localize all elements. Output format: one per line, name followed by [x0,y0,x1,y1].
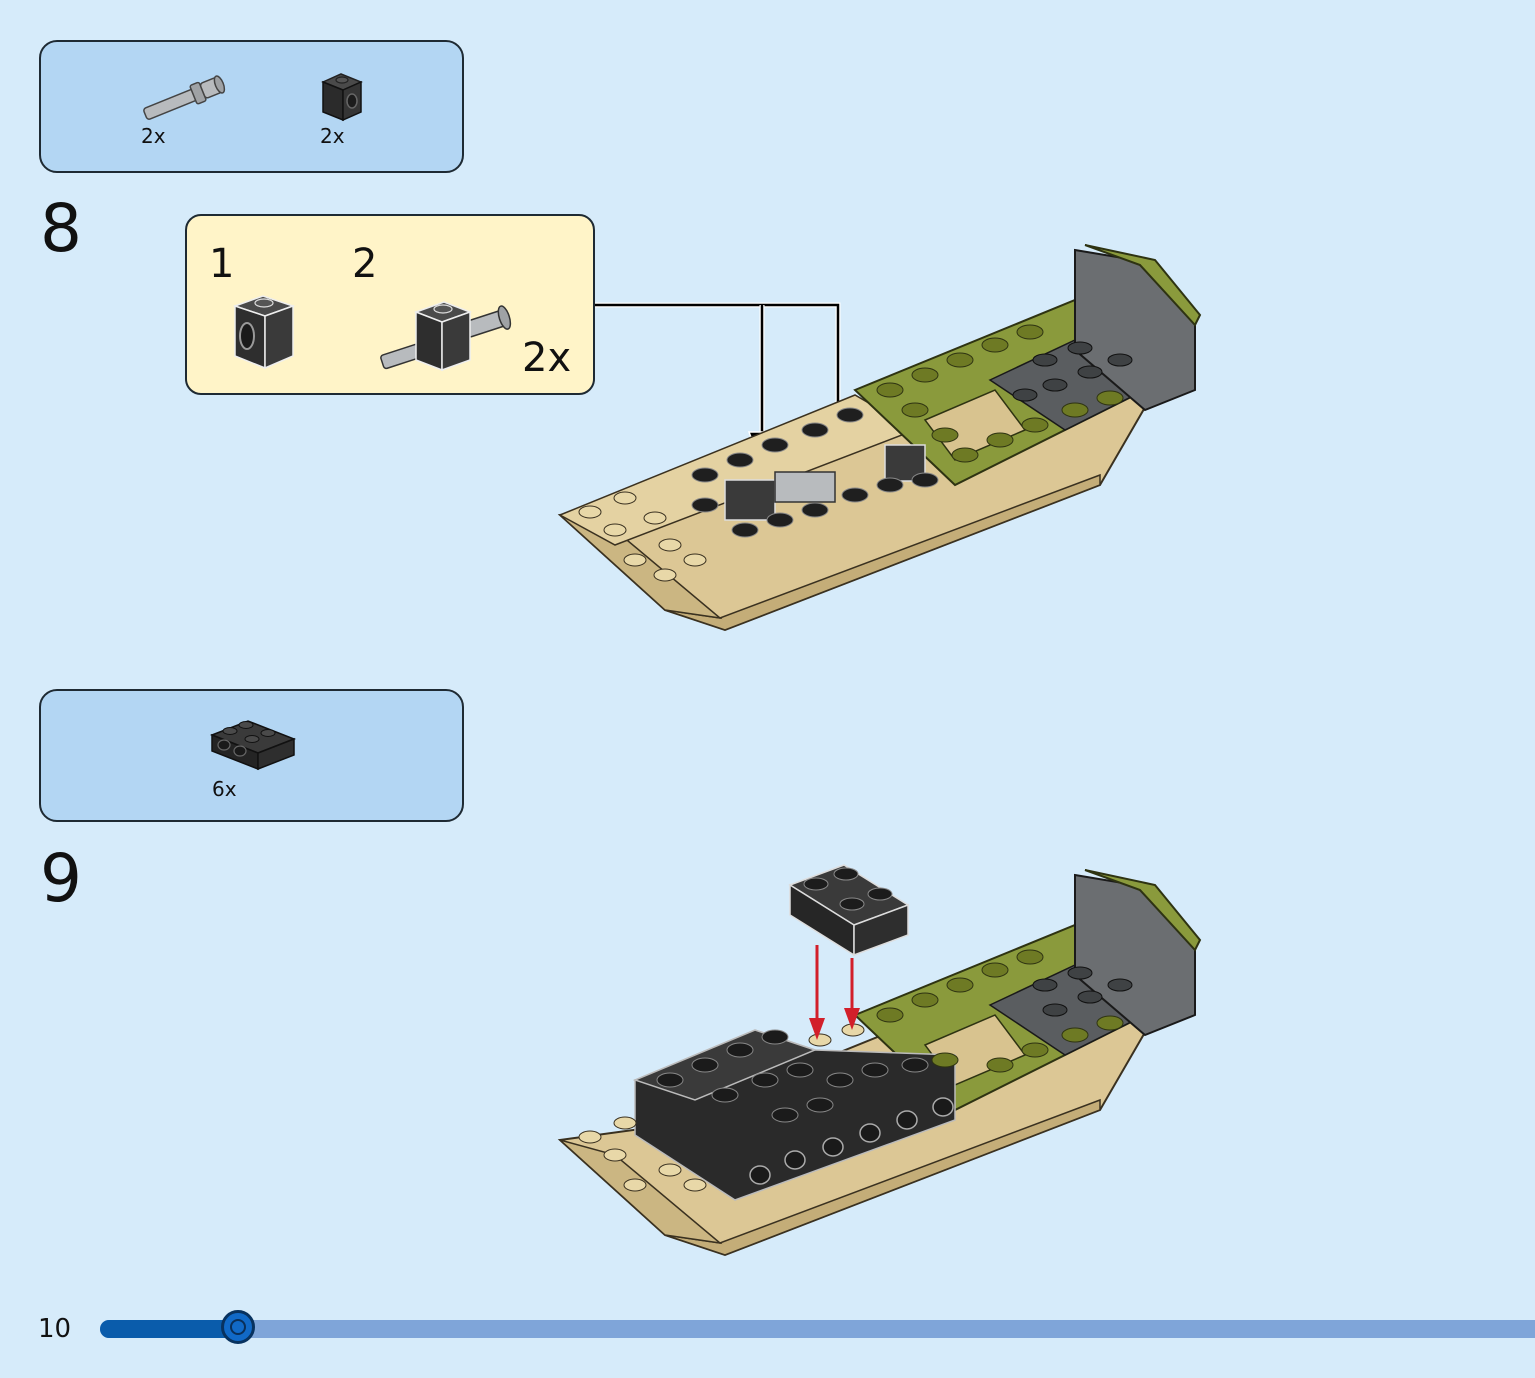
parts-list-step-9: 6x [39,689,464,822]
technic-brick-1x1-icon [232,295,296,370]
page-number: 10 [38,1314,72,1344]
progress-fill [100,1320,238,1338]
technic-pin-icon [143,75,226,120]
parts-list-step-8: 2x 2x [39,40,464,173]
step-8-boat-model [557,244,1202,632]
step-number-8: 8 [40,190,82,267]
part-qty: 2x [141,124,166,148]
step-9-new-plate [788,864,910,957]
black-technic-brick-1x1-icon [321,73,363,122]
step-9-boat-model [557,869,1202,1257]
part-qty: 2x [320,124,345,148]
progress-knob [220,1310,255,1344]
red-placement-arrows [809,945,860,1040]
technic-brick-with-pin-icon [380,301,512,372]
part-technic-brick: 2x [317,68,377,148]
part-technic-pin: 2x [136,68,236,148]
sub-assembly-multiplier: 2x [522,335,572,381]
black-plate-2x2-with-studs-icon [209,720,297,771]
part-plate-2x2: 6x [206,713,306,801]
part-qty: 6x [212,777,237,801]
progress-track [100,1320,1535,1338]
sub-step-1-label: 1 [209,241,235,287]
step-number-9: 9 [40,840,82,917]
sub-assembly-callout: 1 2 2x [185,214,595,395]
sub-step-2-label: 2 [352,241,378,287]
